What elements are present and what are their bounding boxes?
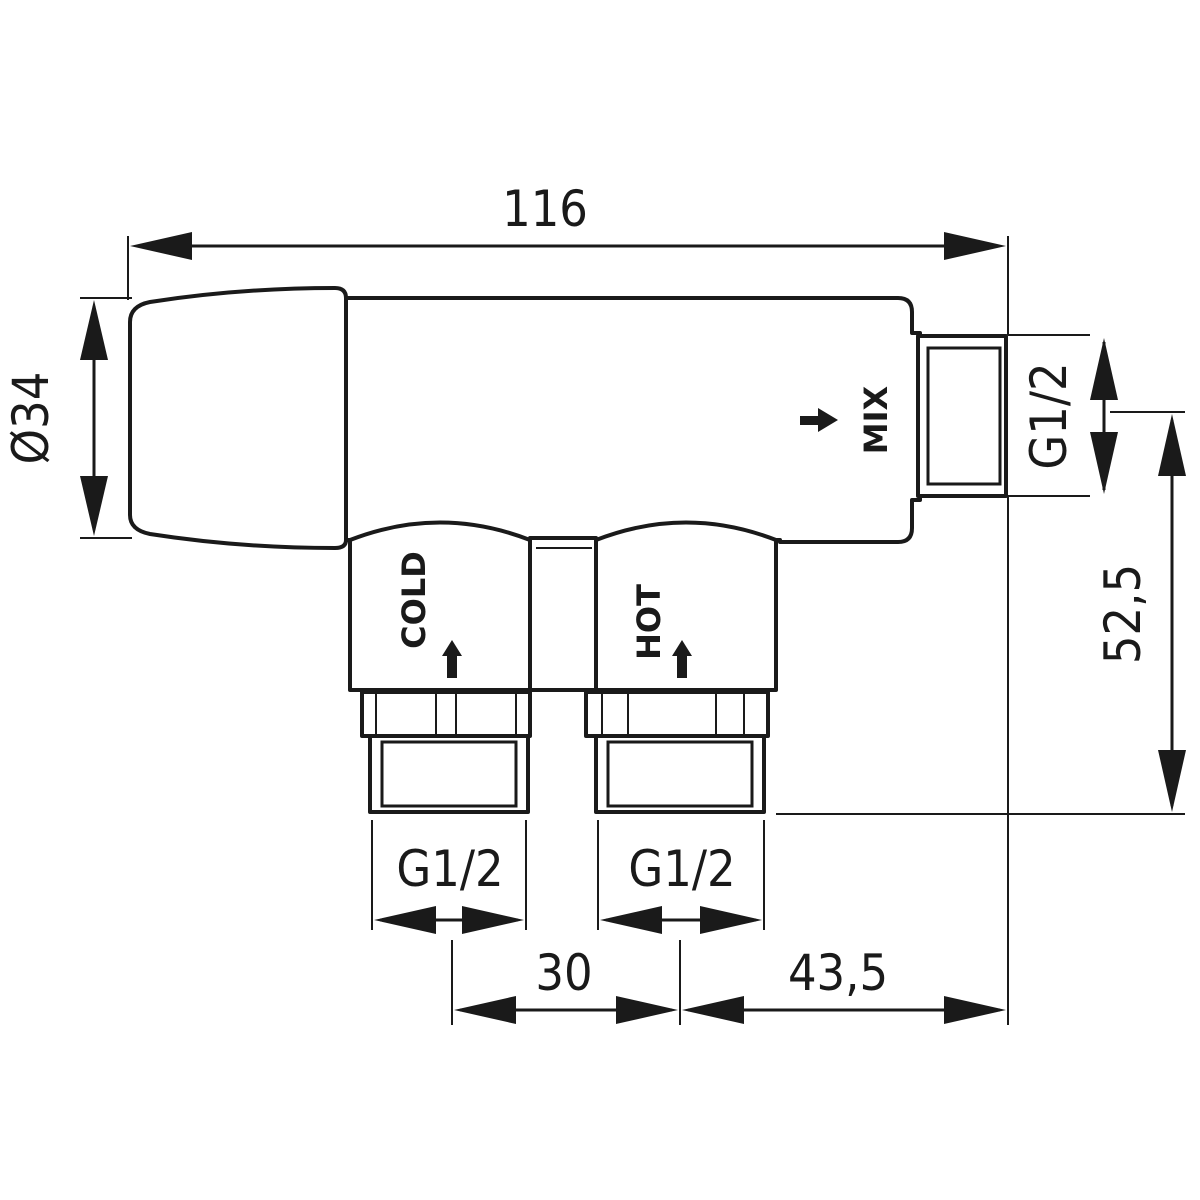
dim-hot-thread: G1/2 — [628, 840, 735, 898]
cold-label: COLD — [395, 551, 433, 649]
arrow-up-icon — [442, 640, 462, 678]
outlet-thread-core — [926, 346, 1002, 486]
hot-thread — [594, 734, 766, 814]
dimension-lines: 116 Ø34 G1/2 52,5 G1/2 — [2, 180, 1186, 1025]
hot-leg — [594, 520, 778, 692]
dim-total-length: 116 — [502, 180, 588, 238]
dim-inlet-spacing: 30 — [535, 944, 592, 1002]
outlet-nipple — [916, 334, 1008, 498]
hot-nut — [584, 690, 770, 738]
cold-thread — [368, 734, 530, 814]
cold-nut — [360, 690, 532, 738]
cold-thread-core — [380, 740, 518, 808]
main-body — [343, 296, 922, 544]
dim-cold-thread: G1/2 — [396, 840, 503, 898]
dim-body-diameter: Ø34 — [2, 372, 60, 465]
dim-hot-to-end: 43,5 — [788, 944, 888, 1002]
hot-label: HOT — [630, 584, 668, 660]
body-markings: MIX COLD HOT — [395, 385, 895, 678]
leg-bridge — [528, 536, 598, 692]
cold-leg — [348, 520, 532, 692]
arrow-up-icon — [672, 640, 692, 678]
dim-outlet-height: 52,5 — [1094, 564, 1152, 664]
arrow-right-icon — [800, 408, 838, 432]
valve-body — [128, 286, 1008, 814]
hot-thread-core — [606, 740, 754, 808]
mix-label: MIX — [857, 385, 895, 454]
dim-outlet-thread: G1/2 — [1020, 362, 1078, 469]
control-knob — [128, 286, 348, 550]
